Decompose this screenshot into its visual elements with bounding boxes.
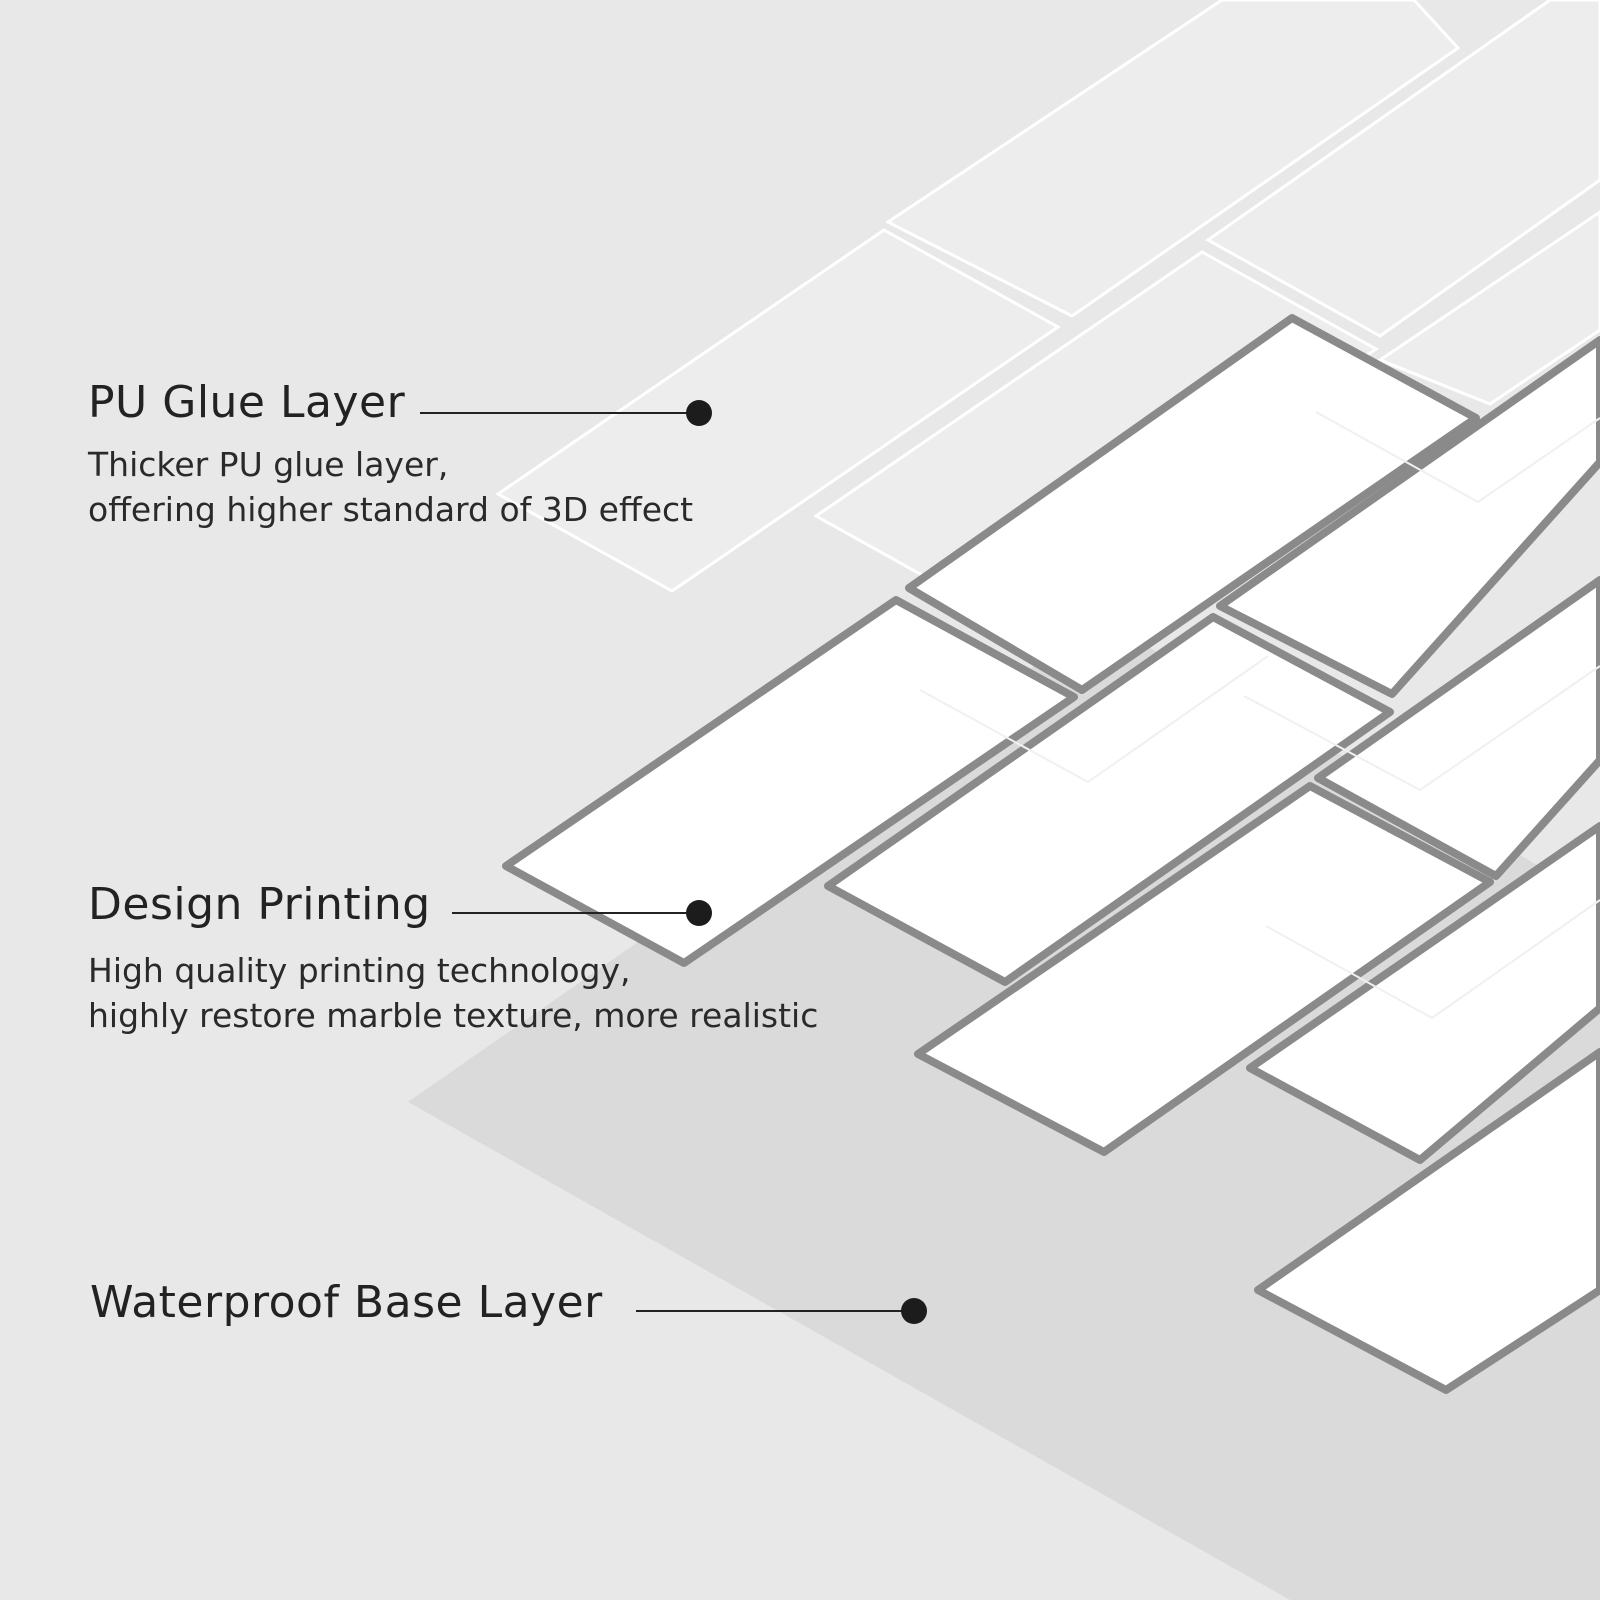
pu-glue-layer-description: Thicker PU glue layer, offering higher s… xyxy=(88,442,693,532)
print-texture xyxy=(919,411,1600,1020)
glue-tile xyxy=(1205,0,1600,338)
glue-tile xyxy=(1376,210,1600,406)
printed-tile xyxy=(914,782,1494,1156)
design-printing-leader-line xyxy=(452,912,700,914)
glue-tile xyxy=(495,228,1061,593)
design-printing-layer-title: Design Printing xyxy=(88,879,431,930)
pu-glue-leader-line xyxy=(420,412,700,414)
waterproof-base-marker-dot xyxy=(901,1298,927,1324)
glue-tile xyxy=(885,0,1461,318)
design-printing-layer xyxy=(502,314,1600,1394)
printed-tile xyxy=(1254,1048,1600,1394)
printed-tile xyxy=(1314,576,1600,880)
printed-tile xyxy=(502,596,1078,967)
design-printing-description-line-2: highly restore marble texture, more real… xyxy=(88,996,819,1035)
design-printing-description-line-1: High quality printing technology, xyxy=(88,951,631,990)
printed-tile xyxy=(824,613,1394,986)
design-printing-layer-description: High quality printing technology, highly… xyxy=(88,948,818,1038)
printed-tile xyxy=(905,314,1480,694)
pu-glue-layer xyxy=(495,0,1600,615)
printed-tile xyxy=(1216,336,1600,698)
pu-glue-description-line-2: offering higher standard of 3D effect xyxy=(88,490,694,529)
pu-glue-marker-dot xyxy=(686,400,712,426)
waterproof-base-layer-title: Waterproof Base Layer xyxy=(90,1277,603,1328)
printed-tile xyxy=(1246,822,1600,1164)
waterproof-base-leader-line xyxy=(636,1310,916,1312)
pu-glue-layer-title: PU Glue Layer xyxy=(88,377,406,428)
design-printing-marker-dot xyxy=(686,900,712,926)
pu-glue-description-line-1: Thicker PU glue layer, xyxy=(88,445,449,484)
